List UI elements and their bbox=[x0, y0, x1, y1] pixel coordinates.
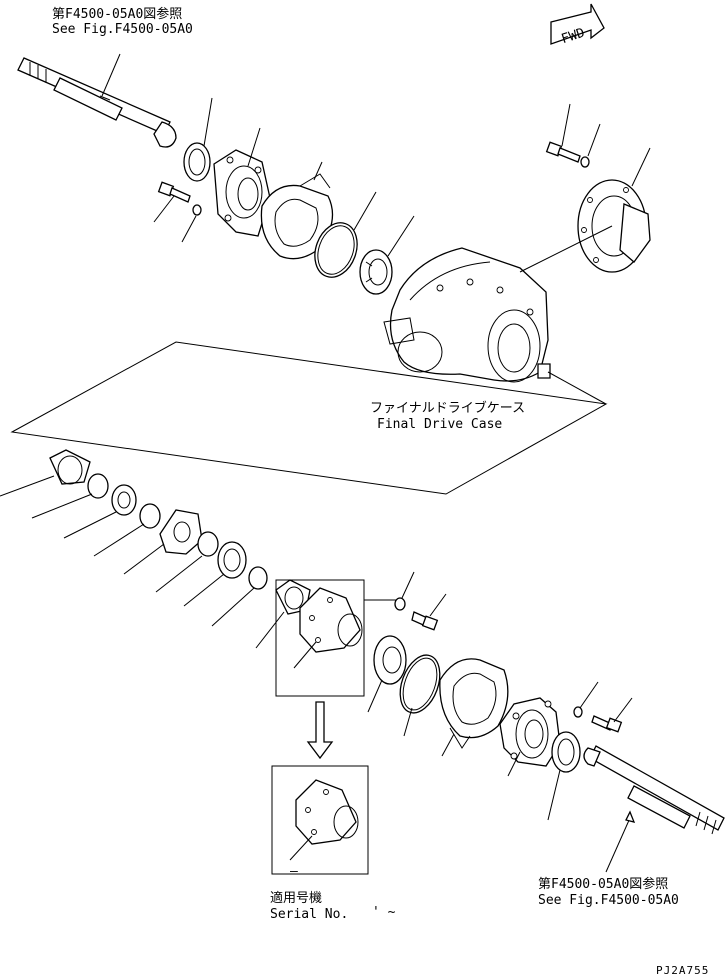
lower-sun-gear bbox=[49, 449, 91, 485]
lower-hub-housing bbox=[299, 587, 363, 653]
upper-cover-flange bbox=[577, 179, 651, 273]
final-drive-case-en: Final Drive Case bbox=[377, 417, 503, 432]
ref-bottom-jp: 第F4500-05A0図参照 bbox=[538, 877, 669, 892]
serial-jp: 適用号機 bbox=[270, 891, 323, 906]
leader-top-shaft bbox=[101, 53, 121, 97]
lower-pinion bbox=[275, 579, 311, 615]
lower-bearing-cage bbox=[373, 635, 407, 685]
ref-bottom-en: See Fig.F4500-05A0 bbox=[538, 893, 679, 908]
serial-en: Serial No. bbox=[270, 907, 349, 922]
serial-dash: – bbox=[290, 864, 298, 879]
leader-arrow-icon bbox=[625, 810, 636, 823]
lower-shims bbox=[439, 658, 509, 749]
lower-right-washer bbox=[573, 706, 583, 718]
final-drive-case bbox=[383, 247, 551, 383]
lower-bearing-ring bbox=[551, 731, 581, 773]
lower-spacer-2 bbox=[139, 503, 161, 529]
ref-top-en: See Fig.F4500-05A0 bbox=[52, 22, 193, 37]
upper-o-ring bbox=[314, 222, 358, 278]
lower-snap-ring bbox=[248, 566, 268, 590]
upper-washer bbox=[192, 204, 202, 216]
final-drive-case-jp: ファイナルドライブケース bbox=[370, 401, 526, 416]
ref-top-jp: 第F4500-05A0図参照 bbox=[52, 7, 183, 22]
upper-output-shaft bbox=[17, 57, 177, 148]
lower-carrier bbox=[159, 509, 203, 555]
upper-bearing-cage bbox=[359, 249, 393, 295]
lower-retainer bbox=[499, 697, 561, 767]
lower-output-shaft bbox=[583, 745, 725, 835]
lower-thrust-washer bbox=[111, 484, 137, 516]
lower-spacer-1 bbox=[87, 473, 109, 499]
leader-bottom-shaft bbox=[605, 817, 631, 873]
upper-right-washer bbox=[580, 156, 590, 168]
down-arrow-icon bbox=[306, 701, 334, 760]
fwd-arrow-icon: FWD bbox=[550, 3, 605, 48]
lower-right-bolt bbox=[591, 715, 623, 733]
serial-range: ' ~ bbox=[372, 905, 396, 920]
hub-group-frame bbox=[275, 579, 365, 697]
fwd-label: FWD bbox=[560, 26, 587, 48]
variant-frame bbox=[271, 765, 369, 875]
drawing-code: PJ2A755 bbox=[656, 964, 710, 977]
lower-bolt bbox=[411, 611, 439, 631]
upper-bolt bbox=[157, 181, 191, 203]
lower-spacer-3 bbox=[197, 531, 219, 557]
upper-bearing bbox=[183, 142, 211, 182]
upper-right-bolt bbox=[545, 141, 581, 163]
variant-hub-housing bbox=[295, 779, 359, 845]
lower-bearing bbox=[217, 541, 247, 579]
lower-washer bbox=[394, 597, 406, 611]
